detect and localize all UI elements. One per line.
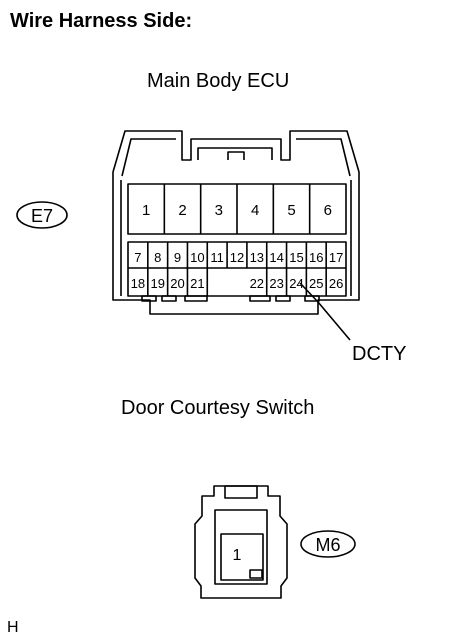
- footer-code: H: [7, 619, 19, 636]
- ecu-pin-1: 1: [142, 202, 150, 219]
- ecu-pin-22: 22: [250, 276, 264, 291]
- switch-connector-housing: [194, 485, 288, 599]
- e7-badge-outline: [16, 201, 68, 229]
- ecu-pin-14: 14: [269, 250, 283, 265]
- diagram-title: Wire Harness Side:: [10, 10, 193, 32]
- ecu-pin-6: 6: [324, 202, 332, 219]
- ecu-pin-16: 16: [309, 250, 323, 265]
- ecu-pin-4: 4: [251, 202, 259, 219]
- e7-connector-code: E7: [31, 206, 53, 226]
- large-pin-dividers: [163, 184, 311, 234]
- ecu-pin-13: 13: [250, 250, 264, 265]
- ecu-pin-9: 9: [174, 250, 181, 265]
- ecu-pin-18: 18: [131, 276, 145, 291]
- switch-name-label: Door Courtesy Switch: [121, 397, 315, 419]
- ecu-pin-26: 26: [329, 276, 343, 291]
- ecu-pin-7: 7: [134, 250, 141, 265]
- ecu-pin-8: 8: [154, 250, 161, 265]
- ecu-pin-24: 24: [289, 276, 303, 291]
- dcty-leader-line: [299, 282, 351, 341]
- ecu-pin-21: 21: [190, 276, 204, 291]
- dcty-signal-label: DCTY: [352, 343, 407, 365]
- ecu-pin-17: 17: [329, 250, 343, 265]
- small-pin-dividers: [147, 242, 327, 296]
- ecu-pin-2: 2: [178, 202, 186, 219]
- ecu-pin-3: 3: [215, 202, 223, 219]
- ecu-pin-20: 20: [170, 276, 184, 291]
- ecu-pin-23: 23: [269, 276, 283, 291]
- ecu-pin-25: 25: [309, 276, 323, 291]
- ecu-pin-10: 10: [190, 250, 204, 265]
- switch-pin-1: 1: [233, 547, 242, 564]
- ecu-pin-15: 15: [289, 250, 303, 265]
- ecu-pin-12: 12: [230, 250, 244, 265]
- m6-connector-code: M6: [315, 535, 340, 555]
- m6-badge-outline: [300, 530, 356, 558]
- ecu-pin-19: 19: [150, 276, 164, 291]
- ecu-name-label: Main Body ECU: [147, 70, 290, 92]
- ecu-pin-5: 5: [287, 202, 295, 219]
- ecu-pin-11: 11: [210, 250, 224, 265]
